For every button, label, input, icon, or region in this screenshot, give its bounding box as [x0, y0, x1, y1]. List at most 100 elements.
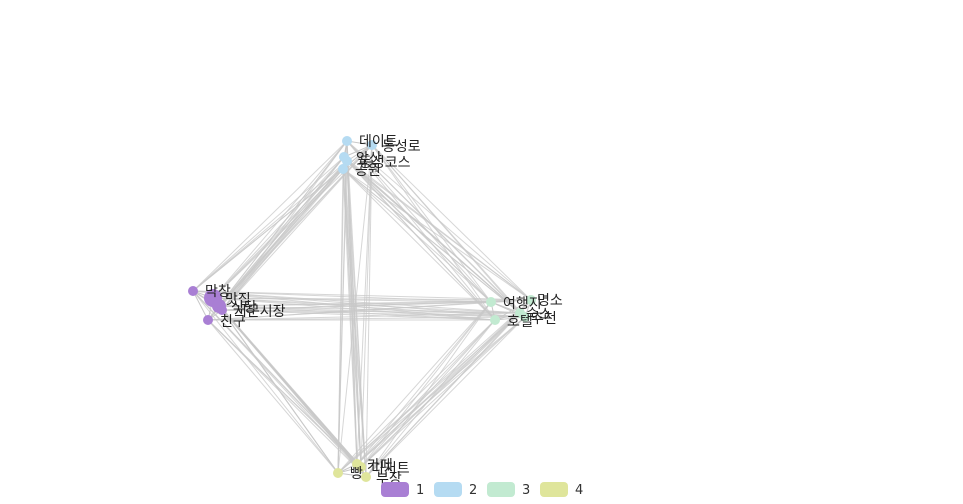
- edge-동성로-디저트: [360, 144, 373, 468]
- legend-item-3[interactable]: 3: [487, 482, 530, 498]
- edge-공원-디저트: [342, 168, 362, 468]
- edge-공원-추천: [342, 168, 526, 318]
- edge-막창-빵: [192, 290, 339, 474]
- edge-공원-여행지: [342, 168, 492, 303]
- edge-여행지-명소: [490, 299, 532, 303]
- edge-동성로-부장: [365, 144, 373, 478]
- edge-동성코스-추천: [346, 160, 526, 318]
- node-label-식당: 식당: [231, 300, 257, 316]
- edge-숙소-디저트: [360, 312, 521, 468]
- edge-호텔-빵: [337, 319, 496, 474]
- edge-동성로-카페: [356, 144, 373, 465]
- edge-공원-명소: [342, 168, 532, 301]
- edge-추천-부장: [365, 316, 526, 478]
- node-막창[interactable]: [188, 286, 198, 296]
- edge-동성로-추천: [371, 144, 526, 318]
- edge-추천-디저트: [360, 316, 526, 468]
- edge-동성코스-여행지: [346, 160, 492, 303]
- edge-서문시장-데이트: [221, 140, 348, 311]
- edge-막창-여행지: [192, 290, 492, 303]
- edge-동성코스-부장: [346, 160, 367, 478]
- legend-item-1[interactable]: 1: [381, 482, 424, 498]
- node-label-추천: 추천: [531, 311, 557, 327]
- edge-동성코스-명소: [346, 160, 532, 301]
- node-label-여행지: 여행지: [503, 296, 542, 312]
- node-label-디저트: 디저트: [371, 461, 410, 477]
- node-추천[interactable]: [520, 312, 530, 322]
- edge-공원-빵: [337, 168, 344, 474]
- node-동성로[interactable]: [367, 140, 377, 150]
- edge-막창-공원: [192, 168, 344, 292]
- node-서문시장[interactable]: [217, 305, 227, 315]
- node-디저트[interactable]: [356, 462, 366, 472]
- node-label-동성로: 동성로: [382, 139, 421, 155]
- edge-여행지-빵: [337, 301, 492, 474]
- node-label-빵: 빵: [350, 466, 363, 482]
- legend-label-1: 1: [416, 483, 424, 498]
- node-layer: [188, 136, 536, 482]
- edge-공원-부장: [342, 168, 367, 478]
- edge-막창-친구: [192, 290, 209, 321]
- node-label-호텔: 호텔: [507, 314, 533, 330]
- edge-공원-호텔: [342, 168, 496, 321]
- edge-호텔-부장: [365, 319, 496, 478]
- edge-막창-동성코스: [192, 160, 348, 292]
- edge-공원-카페: [342, 168, 358, 465]
- node-친구[interactable]: [203, 315, 213, 325]
- edge-동성로-앞산: [343, 144, 373, 158]
- edge-맛집-데이트: [212, 140, 348, 299]
- node-호텔[interactable]: [490, 315, 500, 325]
- edge-친구-디저트: [207, 319, 362, 468]
- edge-맛집-앞산: [212, 156, 345, 299]
- edge-명소-호텔: [494, 299, 532, 321]
- node-label-서문시장: 서문시장: [234, 304, 286, 320]
- node-명소[interactable]: [526, 295, 536, 305]
- edge-막창-앞산: [192, 156, 345, 292]
- node-동성코스[interactable]: [342, 156, 352, 166]
- edge-서문시장-추천: [221, 309, 526, 318]
- edge-친구-공원: [207, 168, 344, 321]
- node-label-막창: 막창: [205, 284, 231, 300]
- edge-서문시장-공원: [221, 168, 344, 311]
- edge-호텔-디저트: [360, 319, 496, 468]
- edge-친구-앞산: [207, 156, 345, 321]
- node-label-숙소: 숙소: [526, 307, 552, 323]
- edge-추천-카페: [356, 316, 526, 465]
- legend-swatch-4: [540, 482, 568, 497]
- legend-swatch-1: [381, 482, 409, 497]
- node-부장[interactable]: [361, 472, 371, 482]
- legend-swatch-2: [434, 482, 462, 497]
- legend-item-4[interactable]: 4: [540, 482, 583, 498]
- node-label-동성코스: 동성코스: [359, 155, 411, 171]
- node-label-앞산: 앞산: [356, 151, 382, 167]
- edge-숙소-부장: [365, 312, 521, 478]
- node-빵[interactable]: [333, 468, 343, 478]
- legend-label-4: 4: [575, 483, 583, 498]
- edge-동성코스-호텔: [346, 160, 496, 321]
- edge-여행지-카페: [356, 301, 492, 465]
- edge-추천-빵: [337, 316, 526, 474]
- edge-호텔-카페: [356, 319, 496, 465]
- edge-친구-데이트: [207, 140, 348, 321]
- legend-swatch-3: [487, 482, 515, 497]
- node-label-데이트: 데이트: [359, 134, 398, 150]
- edge-동성로-명소: [371, 144, 532, 301]
- edge-친구-빵: [207, 319, 339, 474]
- edge-막창-부장: [192, 290, 367, 478]
- legend-label-2: 2: [469, 483, 477, 498]
- node-label-카페: 카페: [367, 458, 393, 474]
- edge-친구-부장: [207, 319, 367, 478]
- node-공원[interactable]: [338, 164, 348, 174]
- node-label-친구: 친구: [220, 314, 246, 330]
- node-데이트[interactable]: [342, 136, 352, 146]
- node-여행지[interactable]: [486, 297, 496, 307]
- edge-서문시장-숙소: [221, 309, 521, 314]
- edge-동성로-빵: [337, 144, 373, 474]
- legend-item-2[interactable]: 2: [434, 482, 477, 498]
- edge-서문시장-호텔: [221, 309, 496, 321]
- edge-막창-데이트: [192, 140, 348, 292]
- node-label-명소: 명소: [537, 293, 563, 309]
- node-label-공원: 공원: [355, 163, 381, 179]
